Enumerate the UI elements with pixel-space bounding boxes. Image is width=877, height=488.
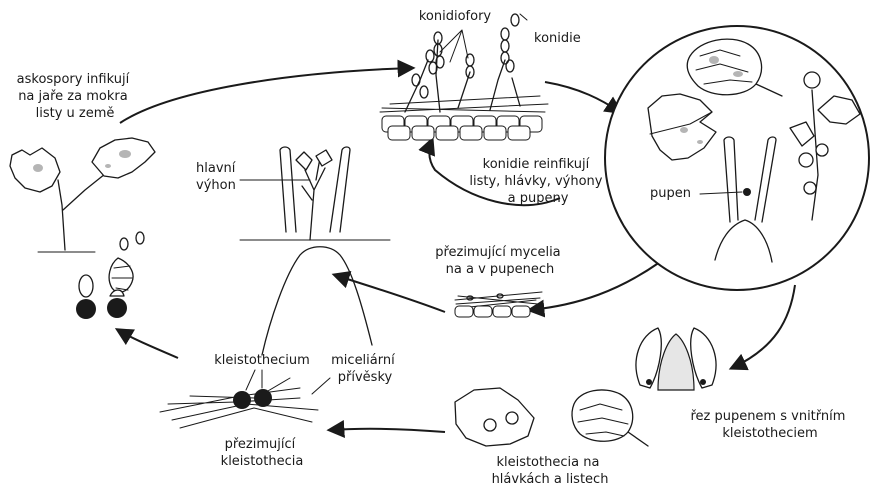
arrow-plant-to-bud-section [732, 285, 795, 368]
conidia-leader-line [520, 14, 527, 20]
arrow-overwintering-to-ascospores [118, 330, 178, 358]
overwintering-mycelia [455, 292, 542, 317]
label-appendages: miceliární přívěsky [331, 353, 399, 385]
leaf-right [92, 138, 155, 178]
arrow-mycelia-to-shoot [335, 275, 445, 312]
arrow-ascospores-to-conidiophores [120, 68, 412, 123]
cleistothecium-1 [233, 391, 251, 409]
infected-plant-circle [605, 26, 869, 290]
ascospores-and-asci [76, 232, 144, 319]
main-shoot [240, 147, 390, 355]
label-bud: pupen [650, 186, 691, 201]
label-conidia: konidie [534, 31, 581, 46]
label-main-shoot: hlavní výhon [196, 161, 240, 193]
bud-cross-section [636, 328, 716, 390]
cleistothecia-on-cones-and-leaves [455, 388, 648, 446]
label-ascospores: askospory infikují na jaře za mokra list… [17, 72, 134, 121]
infected-seedling [10, 138, 155, 252]
kleistothecium-leader [246, 370, 262, 390]
conidiophore-leader-lines [440, 30, 468, 62]
arrow-leaves-to-overwintering [330, 429, 445, 432]
appendage-leader [312, 378, 330, 394]
label-bud-section: řez pupenem s vnitřním kleistotheciem [690, 409, 849, 441]
arrow-conidia-to-infected-plant [545, 82, 620, 112]
label-cleistothecia-on-cones: kleistothecia na hlávkách a listech [492, 455, 609, 487]
label-mycelia: přezimující mycelia na a v pupenech [435, 245, 565, 277]
label-overwintering-cleistothecia: přezimující kleistothecia [221, 437, 304, 469]
conidiophores-illustration [380, 14, 548, 140]
overwintering-cleistothecia [160, 370, 330, 428]
label-conidiophores: konidiofory [419, 9, 492, 24]
cleistothecium-2 [254, 389, 272, 407]
label-cleistothecium: kleistothecium [214, 353, 310, 368]
label-reinfection: konidie reinfikují listy, hlávky, výhony… [469, 157, 606, 206]
leaf-with-cleistothecia [455, 388, 534, 446]
leaf-surface-cells [382, 116, 542, 140]
hop-cone-with-cleistothecia [572, 390, 648, 446]
